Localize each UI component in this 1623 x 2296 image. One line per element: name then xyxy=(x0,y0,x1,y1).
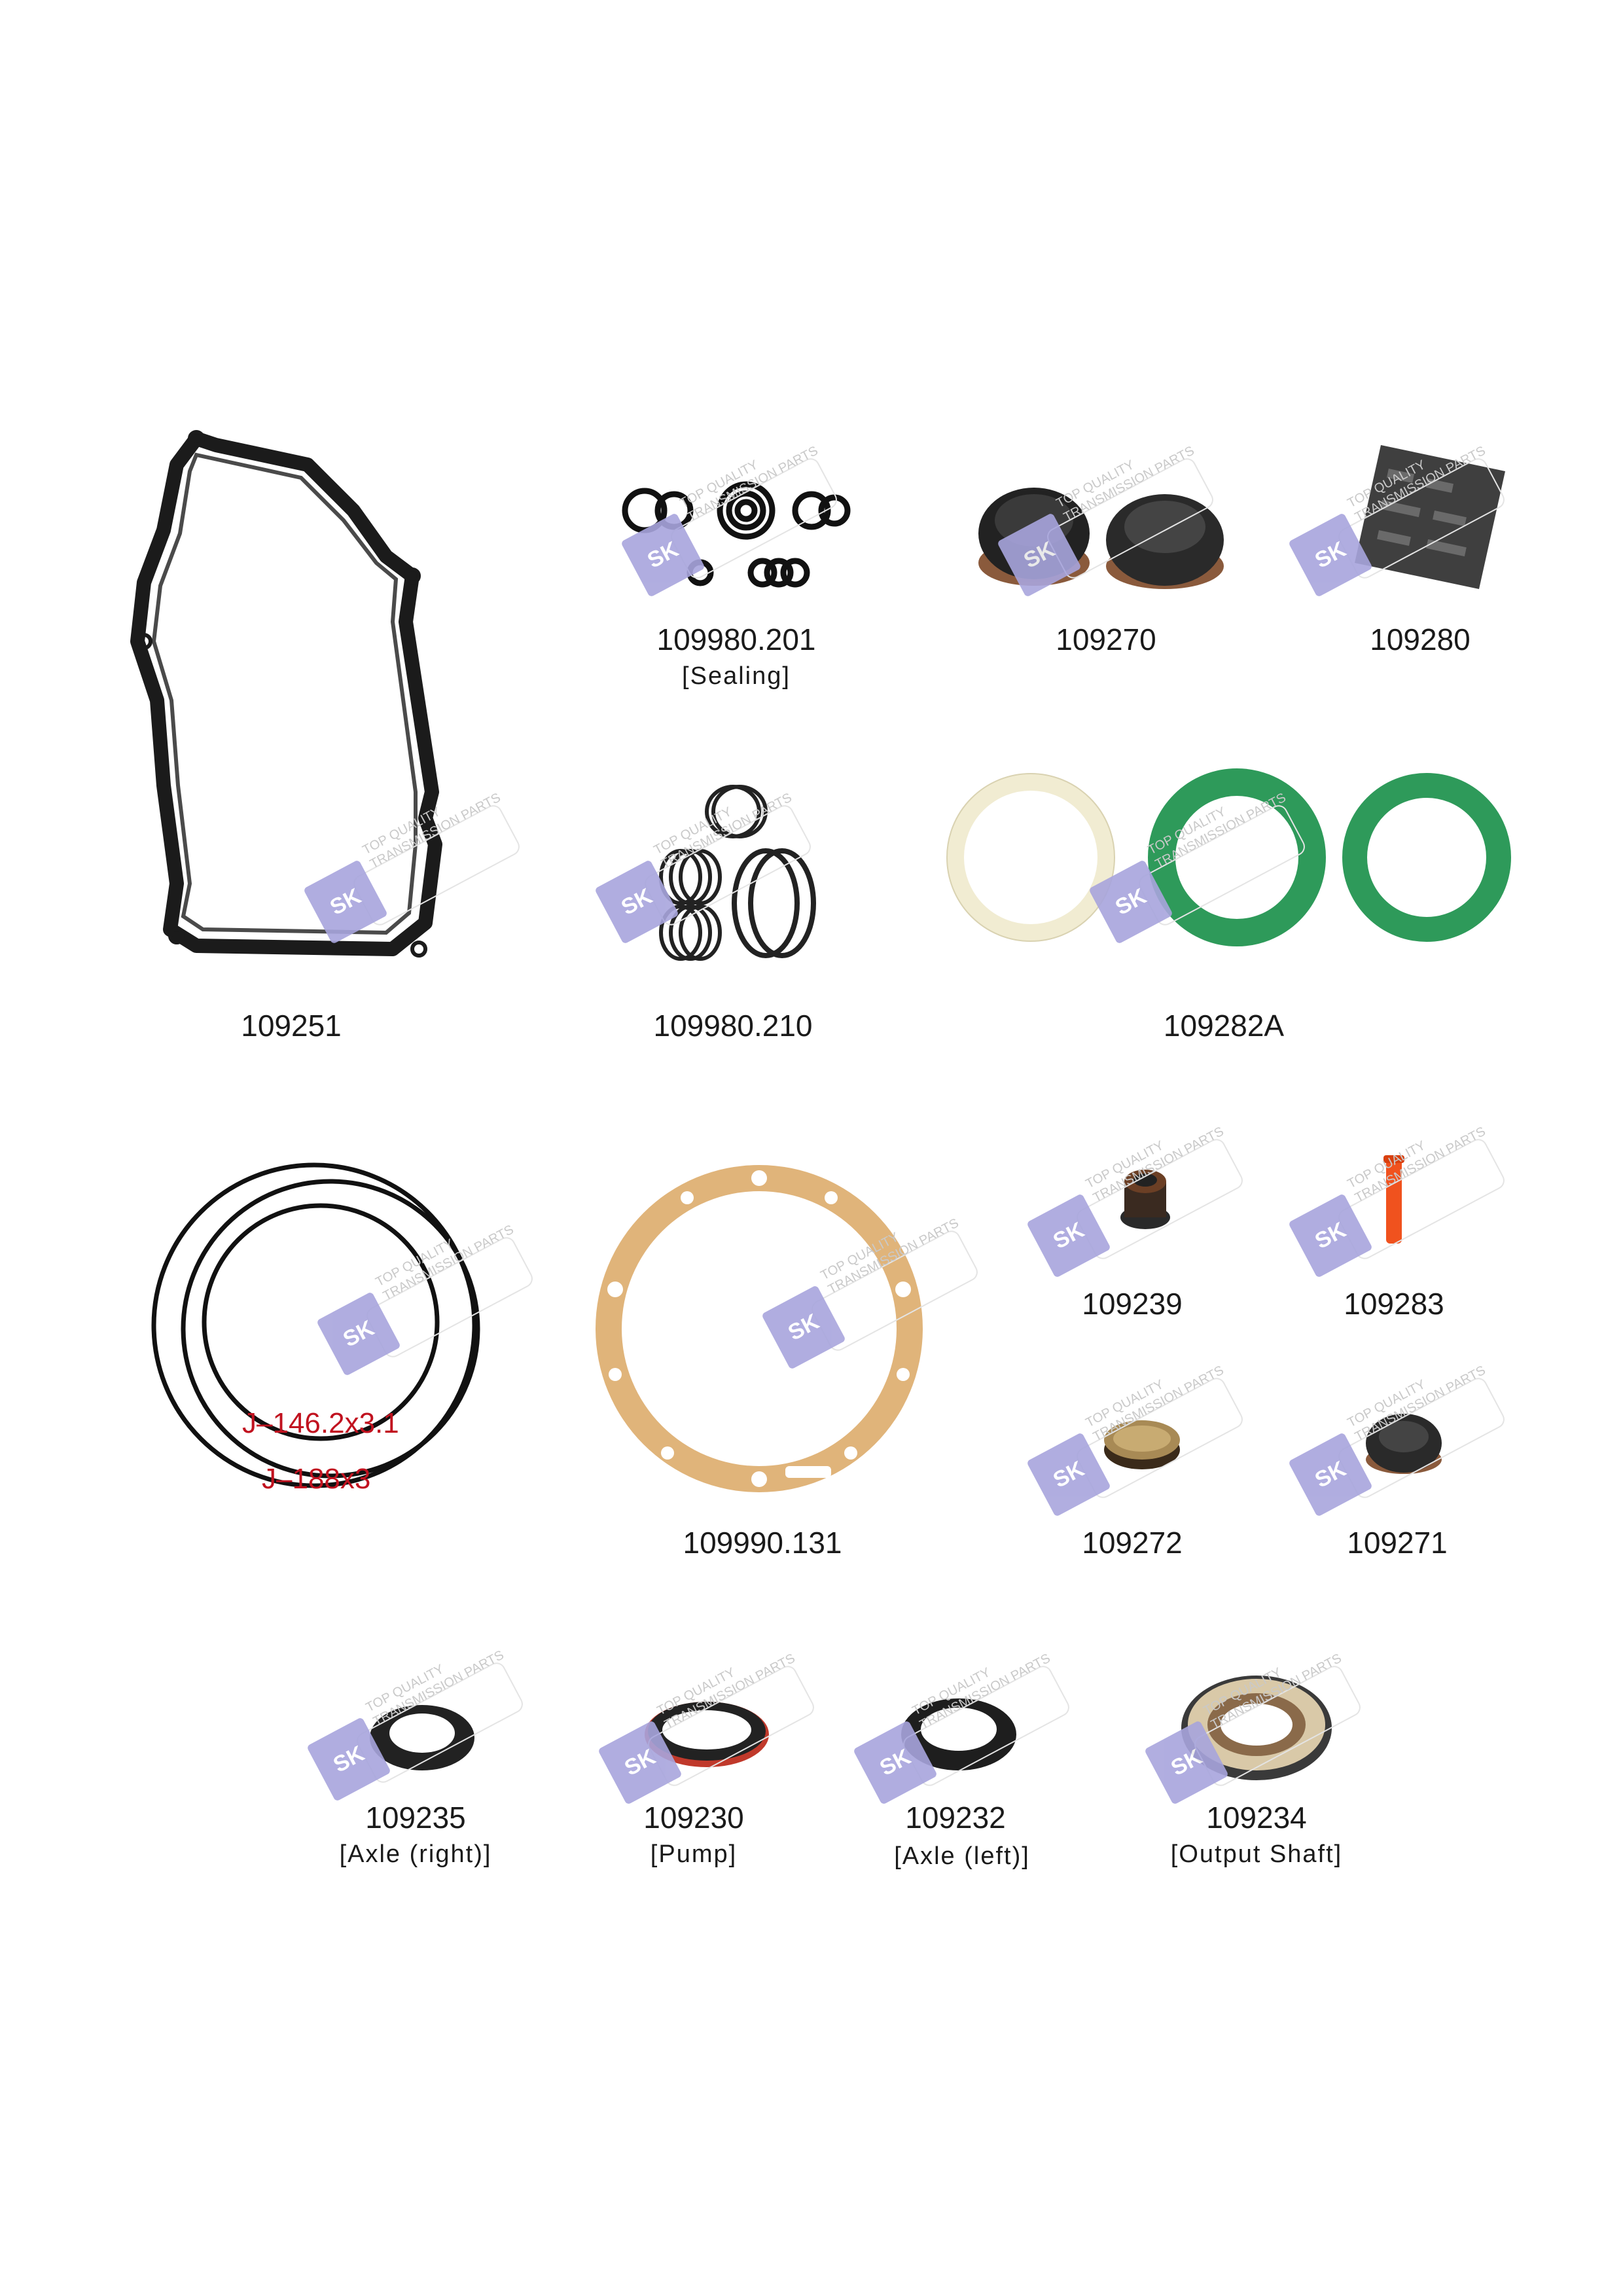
part-number-109235: 109235 xyxy=(365,1801,466,1835)
part-description-axle-left: [Axle (left)] xyxy=(894,1842,1030,1870)
part-number-109239: 109239 xyxy=(1082,1287,1183,1321)
dome-cap-image xyxy=(1366,1414,1442,1474)
thrust-washers-image xyxy=(946,768,1511,946)
part-description-pump: [Pump] xyxy=(650,1840,738,1868)
part-number-109980-210: 109980.210 xyxy=(653,1009,813,1043)
part-number-109230: 109230 xyxy=(643,1801,744,1835)
orange-pin-image xyxy=(1383,1155,1404,1244)
part-number-109283: 109283 xyxy=(1344,1287,1444,1321)
part-number-109990-131: 109990.131 xyxy=(683,1526,842,1560)
part-number-109272: 109272 xyxy=(1082,1526,1183,1560)
pan-gasket-image xyxy=(130,430,442,958)
o-ring-size-label: J–188x3 xyxy=(262,1463,371,1495)
separator-plate-image xyxy=(1355,445,1505,589)
pump-gasket-image xyxy=(596,1165,923,1492)
part-number-109282A: 109282A xyxy=(1163,1009,1285,1043)
part-number-109251: 109251 xyxy=(241,1009,342,1043)
axle-seal-right-image xyxy=(370,1705,474,1770)
part-number-109270: 109270 xyxy=(1056,622,1156,656)
brass-cap-image xyxy=(1104,1420,1180,1469)
part-description-axle-right: [Axle (right)] xyxy=(339,1840,492,1868)
part-description-sealing: [Sealing] xyxy=(682,662,791,690)
part-number-109280: 109280 xyxy=(1370,622,1471,656)
part-number-109234: 109234 xyxy=(1206,1801,1307,1835)
seal-plug-image xyxy=(1120,1170,1170,1229)
pump-seal-image xyxy=(645,1702,769,1767)
large-o-rings-image xyxy=(151,1162,480,1488)
piston-rings-image xyxy=(659,785,816,961)
part-number-109271: 109271 xyxy=(1347,1526,1448,1560)
part-number-109980-201: 109980.201 xyxy=(656,622,816,656)
o-ring-size-label: J–146.2x3.1 xyxy=(242,1407,399,1439)
axle-seal-left-image xyxy=(901,1698,1016,1770)
output-shaft-seal-image xyxy=(1181,1676,1332,1780)
part-number-109232: 109232 xyxy=(905,1801,1006,1835)
part-description-output-shaft: [Output Shaft] xyxy=(1170,1840,1343,1868)
